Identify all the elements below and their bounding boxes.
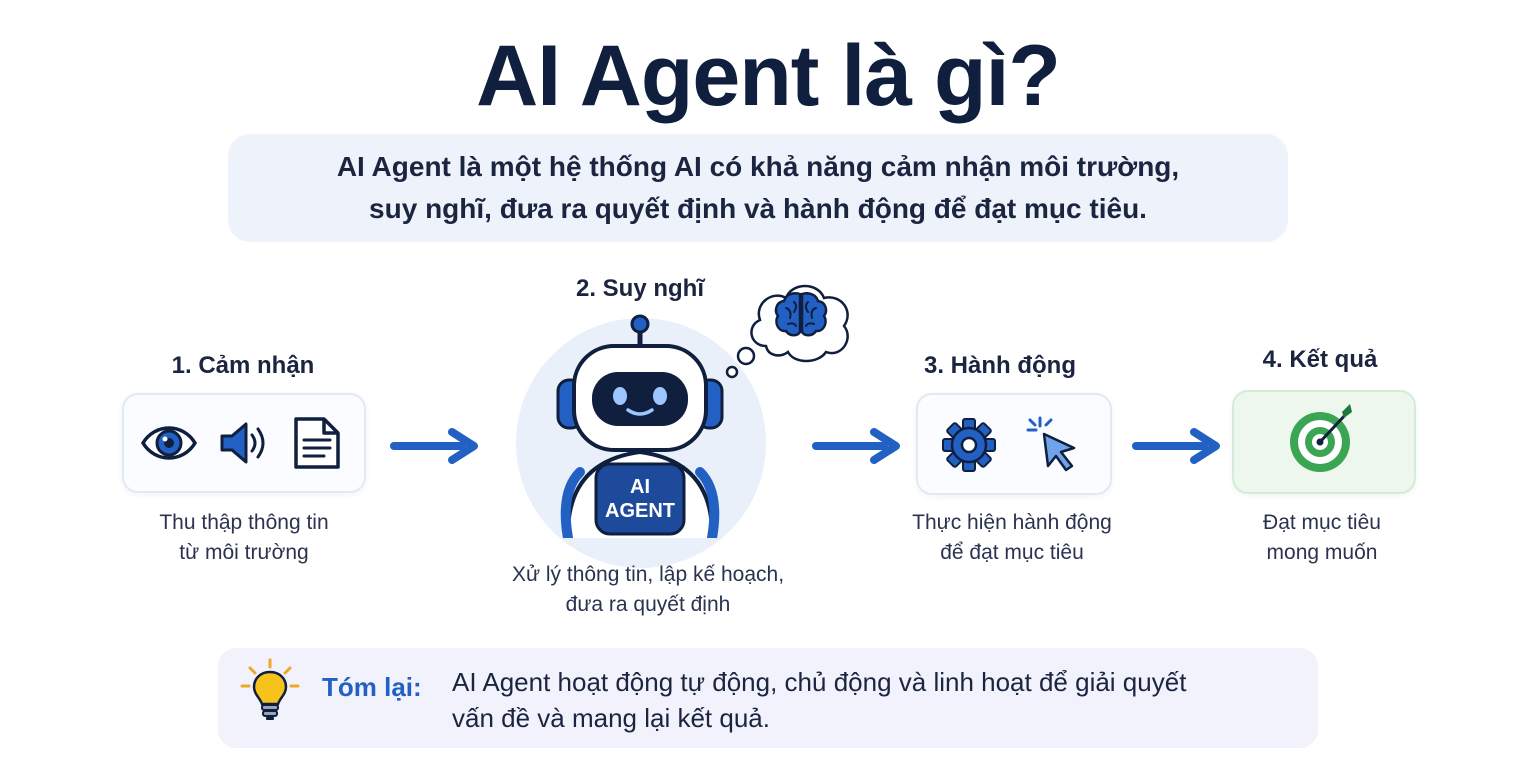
summary-line-2: vấn đề và mang lại kết quả. bbox=[452, 703, 770, 733]
robot-label-line-2: AGENT bbox=[605, 500, 675, 522]
definition-line-1: AI Agent là một hệ thống AI có khả năng … bbox=[336, 151, 1180, 182]
eye-icon bbox=[140, 426, 198, 460]
definition-box: AI Agent là một hệ thống AI có khả năng … bbox=[228, 134, 1288, 242]
robot-label-line-1: AI bbox=[630, 476, 650, 498]
step-4-description-line-2: mong muốn bbox=[1266, 541, 1378, 564]
arrow-right-icon bbox=[390, 428, 478, 464]
step-4-description: Đạt mục tiêu mong muốn bbox=[1220, 508, 1424, 568]
step-4-description-line-1: Đạt mục tiêu bbox=[1263, 511, 1381, 534]
step-3-description-line-1: Thực hiện hành động bbox=[912, 511, 1112, 534]
step-2-description-line-2: đưa ra quyết định bbox=[565, 593, 731, 616]
speaker-icon bbox=[220, 422, 265, 464]
step-3-title: 3. Hành động bbox=[924, 352, 1076, 379]
step-2-description: Xử lý thông tin, lập kế hoạch, đưa ra qu… bbox=[478, 560, 818, 620]
summary-label: Tóm lại: bbox=[322, 672, 422, 702]
target-icon bbox=[1290, 404, 1352, 472]
gear-icon bbox=[942, 418, 996, 472]
step-1-description-line-2: từ môi trường bbox=[179, 541, 309, 564]
step-3-description: Thực hiện hành động để đạt mục tiêu bbox=[880, 508, 1144, 568]
lightbulb-icon bbox=[240, 658, 300, 720]
arrow-right-icon bbox=[1132, 428, 1220, 464]
step-2-title: 2. Suy nghĩ bbox=[575, 275, 704, 302]
summary-line-1: AI Agent hoạt động tự động, chủ động và … bbox=[452, 667, 1187, 697]
robot-icon bbox=[556, 314, 724, 538]
document-icon bbox=[294, 417, 340, 469]
definition-line-2: suy nghĩ, đưa ra quyết định và hành động… bbox=[369, 193, 1147, 224]
step-1-description: Thu thập thông tin từ môi trường bbox=[100, 508, 388, 568]
step-1-title: 1. Cảm nhận bbox=[171, 352, 315, 379]
cursor-click-icon bbox=[1026, 416, 1076, 472]
summary-text: AI Agent hoạt động tự động, chủ động và … bbox=[452, 664, 1272, 736]
step-2-description-line-1: Xử lý thông tin, lập kế hoạch, bbox=[511, 563, 785, 586]
page-title: AI Agent là gì? bbox=[476, 28, 1061, 124]
step-4-title: 4. Kết quả bbox=[1262, 346, 1378, 373]
step-3-description-line-2: để đạt mục tiêu bbox=[940, 541, 1084, 564]
brain-icon bbox=[774, 292, 828, 337]
step-1-description-line-1: Thu thập thông tin bbox=[159, 511, 329, 534]
arrow-right-icon bbox=[812, 428, 900, 464]
summary-box bbox=[218, 648, 1318, 748]
